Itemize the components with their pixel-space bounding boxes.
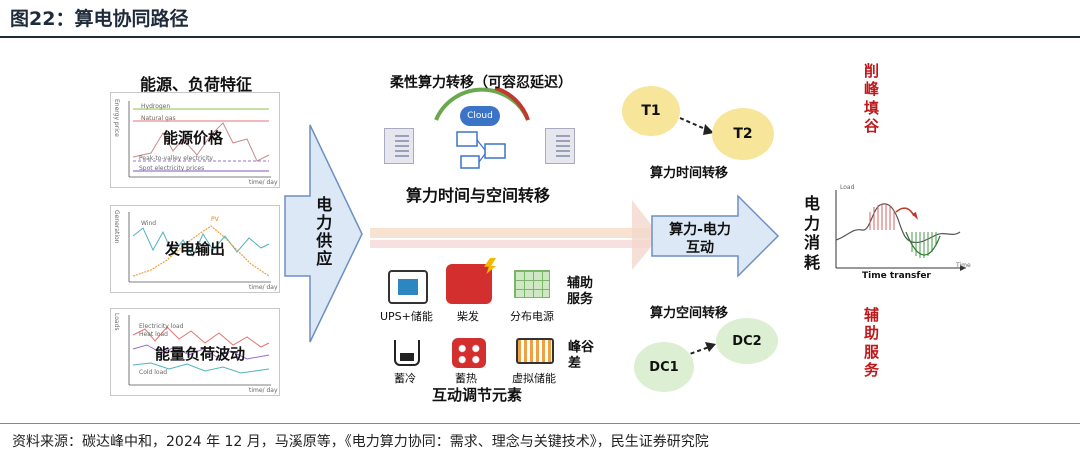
time-transfer-label: Time transfer <box>862 271 931 281</box>
load-plot <box>128 315 271 386</box>
node-t1: T1 <box>622 86 680 136</box>
server-left-icon <box>384 128 414 164</box>
interaction-elements-title: 互动调节元素 <box>432 386 523 404</box>
peak-valley-note: 峰谷差 <box>568 340 595 372</box>
cold-storage-icon <box>394 340 420 366</box>
generation-plot <box>128 212 271 283</box>
valley-hatch <box>911 232 937 258</box>
load-fluctuation-label: 能量负荷波动 <box>155 345 246 363</box>
source-divider <box>0 423 1080 424</box>
gauge-arc-red <box>494 86 530 121</box>
consumption-chart <box>835 190 966 271</box>
ups-battery-icon <box>388 270 428 304</box>
cloud-text: Cloud <box>467 111 493 121</box>
element-cold-label: 蓄冷 <box>394 372 416 385</box>
power-consumption-label: 电力消耗 <box>804 194 821 272</box>
peak-shaving-label: 削峰填谷 <box>864 62 880 135</box>
flexible-transfer-title: 柔性算力转移（可容忍延迟） <box>390 75 572 91</box>
aux-service-note: 辅助服务 <box>566 276 596 307</box>
energy-price-panel: Energy price Hydrogen Natural gas Peak-t… <box>110 92 280 188</box>
node-dc1-text: DC1 <box>649 359 679 375</box>
cloud-icon: Cloud <box>460 106 500 126</box>
generation-xlabel: time/ day <box>249 284 278 291</box>
consumption-time-label: Time <box>956 262 971 269</box>
energy-price-ylabel: Energy price <box>113 99 120 137</box>
aux-service-note-text: 辅助服务 <box>567 276 594 307</box>
power-supply-label: 电力供应 <box>310 196 334 268</box>
element-heat-label: 蓄热 <box>455 372 477 385</box>
element-virtual-label: 虚拟储能 <box>512 372 556 385</box>
network-monitors-icon <box>456 131 506 169</box>
energy-load-heading: 能源、负荷特征 <box>140 75 253 94</box>
energy-price-label: 能源价格 <box>163 129 224 147</box>
flow-arrowhead <box>632 200 660 270</box>
time-space-transfer-title: 算力时间与空间转移 <box>406 186 551 205</box>
virtual-storage-icon <box>516 338 554 364</box>
aux-service-label: 辅助服务 <box>864 306 880 379</box>
legend-electricity-load: Electricity load <box>139 323 184 330</box>
node-dc1: DC1 <box>634 342 694 392</box>
legend-hydrogen: Hydrogen <box>141 103 171 110</box>
peak-hatch <box>869 204 895 230</box>
element-diesel-label: 柴发 <box>457 310 479 323</box>
time-shift-label: 算力时间转移 <box>650 166 729 181</box>
load-xlabel: time/ day <box>249 387 278 394</box>
space-shift-label: 算力空间转移 <box>650 306 729 321</box>
flow-stripe-peach <box>370 228 650 238</box>
load-curve <box>835 203 961 244</box>
interaction-label-line1: 算力-电力 <box>669 222 731 238</box>
generation-label: 发电输出 <box>165 240 226 258</box>
figure-title: 图22：算电协同路径 <box>10 8 189 30</box>
compute-power-interaction-label: 算力-电力 互动 <box>658 222 742 257</box>
server-right-icon <box>545 128 575 164</box>
load-ylabel: Loads <box>113 313 120 331</box>
node-t1-text: T1 <box>641 103 661 119</box>
node-t2-text: T2 <box>733 126 753 142</box>
diesel-generator-icon <box>446 258 496 304</box>
consumption-load-label: Load <box>840 184 855 191</box>
node-dc2-text: DC2 <box>732 333 762 349</box>
flow-stripe-pink <box>370 240 650 248</box>
legend-spot-price: Spot electricity prices <box>139 165 205 172</box>
title-divider <box>0 36 1080 38</box>
legend-pv: PV <box>211 216 219 223</box>
power-supply-text: 电力供应 <box>313 196 333 268</box>
node-dc2: DC2 <box>716 318 778 364</box>
element-distributed-label: 分布电源 <box>510 310 554 323</box>
interaction-arrow <box>651 194 780 278</box>
legend-heat-load: Heat load <box>139 331 168 338</box>
legend-peak-valley: Peak-to-valley electricity <box>139 155 213 162</box>
element-ups-label: UPS+储能 <box>380 310 433 323</box>
energy-price-xlabel: time/ day <box>249 179 278 186</box>
interaction-label-line2: 互动 <box>686 239 714 256</box>
energy-price-plot <box>128 101 271 178</box>
node-t2: T2 <box>712 108 774 160</box>
load-panel: Loads Electricity load Heat load Cold lo… <box>110 308 280 396</box>
generation-panel: Generation Wind PV time/ day 发电输出 <box>110 205 280 293</box>
heat-storage-icon <box>452 338 486 368</box>
legend-cold-load: Cold load <box>139 369 168 376</box>
legend-natural-gas: Natural gas <box>141 115 176 122</box>
generation-ylabel: Generation <box>113 210 120 244</box>
legend-wind: Wind <box>141 220 157 227</box>
solar-panel-icon <box>514 270 550 298</box>
supply-arrow <box>284 124 363 343</box>
source-note: 资料来源：碳达峰中和，2024 年 12 月，马溪原等，《电力算力协同：需求、理… <box>12 434 709 450</box>
